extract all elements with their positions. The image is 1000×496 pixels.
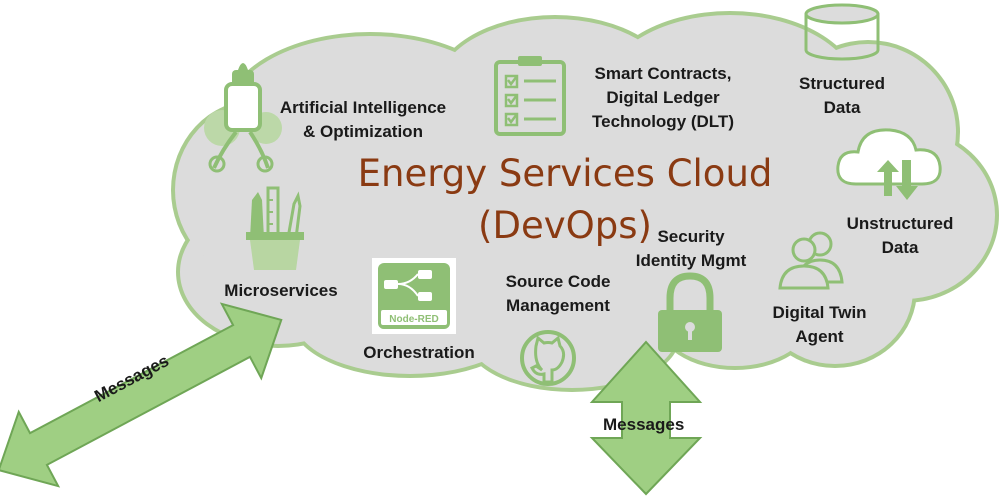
unstructured-data-line2: Data <box>881 238 919 257</box>
source-code-line2: Management <box>506 296 610 315</box>
structured-data-label: Structured Data <box>782 72 902 120</box>
digital-twin-line1: Digital Twin <box>772 303 867 322</box>
title-line2: (DevOps) <box>478 204 652 247</box>
left-arrow <box>0 302 283 488</box>
unstructured-data-label: Unstructured Data <box>830 212 970 260</box>
bottom-arrow-label: Messages <box>603 415 685 434</box>
node-red-icon-text: Node-RED <box>389 314 438 325</box>
clipboard-checklist-icon <box>494 56 566 136</box>
database-icon <box>804 3 880 61</box>
ai-label: Artificial Intelligence & Optimization <box>268 96 458 144</box>
node-red-icon: Node-RED <box>372 258 456 334</box>
github-icon <box>520 330 576 386</box>
smart-contracts-label: Smart Contracts, Digital Ledger Technolo… <box>578 62 748 134</box>
smart-contracts-line3: Technology (DLT) <box>592 112 734 131</box>
ai-label-line1: Artificial Intelligence <box>279 98 447 117</box>
title-line1: Energy Services Cloud <box>357 152 773 195</box>
lock-icon <box>658 272 722 352</box>
ai-label-line2: & Optimization <box>303 122 423 141</box>
rocket-icon <box>204 63 282 173</box>
security-line2: Identity Mgmt <box>635 251 747 270</box>
security-line1: Security <box>657 227 725 246</box>
security-label: Security Identity Mgmt <box>620 225 762 273</box>
cloud-sync-icon <box>836 128 942 200</box>
unstructured-data-line1: Unstructured <box>846 214 954 233</box>
digital-twin-line2: Agent <box>795 327 844 346</box>
source-code-label: Source Code Management <box>488 270 628 318</box>
source-code-line1: Source Code <box>505 272 611 291</box>
structured-data-line2: Data <box>823 98 861 117</box>
bottom-arrow <box>589 340 703 496</box>
digital-twin-label: Digital Twin Agent <box>752 301 887 349</box>
microservices-label: Microservices <box>224 281 338 300</box>
smart-contracts-line1: Smart Contracts, <box>594 64 732 83</box>
orchestration-label: Orchestration <box>363 343 475 362</box>
users-icon <box>778 231 844 290</box>
tools-cup-icon <box>246 186 304 270</box>
structured-data-line1: Structured <box>799 74 885 93</box>
smart-contracts-line2: Digital Ledger <box>606 88 720 107</box>
